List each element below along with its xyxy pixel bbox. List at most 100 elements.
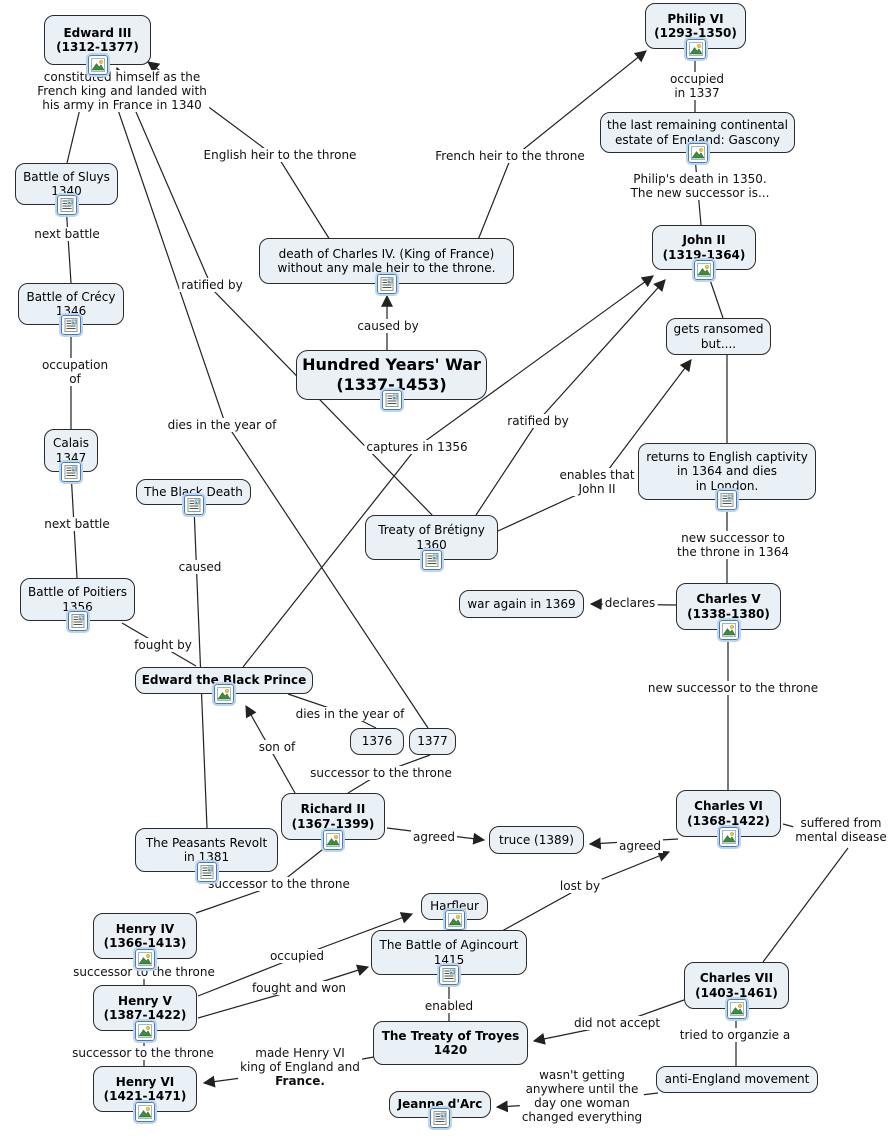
image-resource-icon[interactable] [683,37,708,61]
edge-label-philips-death[interactable]: Philip's death in 1350.The new successor… [628,172,772,200]
concept-node-philip-vi[interactable]: Philip VI(1293-1350) [645,3,746,61]
edge-label-successor-h4-h5[interactable]: successor to the throne [71,965,217,979]
edge-label-new-successor[interactable]: new successor to the throne [645,681,821,695]
image-resource-icon[interactable] [724,997,749,1021]
concept-node-richard-ii[interactable]: Richard II(1367-1399) [281,793,385,852]
concept-node-charles-vi[interactable]: Charles VI(1368-1422) [676,790,781,849]
concept-node-year-1377[interactable]: 1377 [409,728,456,755]
edge-label-lost-by[interactable]: lost by [557,879,603,893]
document-resource-icon[interactable] [59,460,83,484]
edge-label-line: declares [604,596,656,610]
edge-label-fought-by[interactable]: fought by [132,638,194,652]
image-resource-icon[interactable] [133,947,157,971]
concept-node-henry-v[interactable]: Henry V(1387-1422) [93,985,197,1043]
edge-label-dies-in-year-mid[interactable]: dies in the year of [293,707,407,721]
image-resource-icon[interactable] [692,258,716,282]
edge-label-line: tried to organzie a [679,1028,791,1042]
edge-label-ratified-by-right[interactable]: ratified by [505,414,571,428]
document-resource-icon[interactable] [54,193,79,217]
edge-label-line: suffered from [800,816,882,830]
image-resource-icon[interactable] [321,828,345,852]
document-resource-icon[interactable] [374,272,399,296]
concept-node-label: 1377 [417,734,448,749]
document-resource-icon[interactable] [715,488,739,512]
document-resource-icon[interactable] [428,1106,452,1130]
document-resource-icon[interactable] [194,860,219,884]
concept-node-label: in 1381 [183,850,230,864]
edge-label-tried-to-organzie[interactable]: tried to organzie a [677,1028,793,1042]
concept-node-truce-1389[interactable]: truce (1389) [489,826,584,854]
concept-node-harfleur[interactable]: Harfleur [421,893,488,932]
edge-label-did-not-accept[interactable]: did not accept [571,1016,663,1030]
concept-node-death-of-charles-iv[interactable]: death of Charles IV. (King of France)wit… [259,238,514,296]
edge-label-caused[interactable]: caused [176,560,224,574]
edge-label-next-battle-2[interactable]: next battle [42,517,112,531]
document-resource-icon[interactable] [419,548,444,572]
image-resource-icon[interactable] [685,141,710,165]
concept-node-label: (1338-1380) [687,606,770,621]
image-resource-icon[interactable] [212,682,236,706]
edge-label-captures-1356[interactable]: captures in 1356 [364,440,470,454]
edge-label-agreed-charles[interactable]: agreed [616,839,664,853]
concept-node-henry-iv[interactable]: Henry IV(1366-1413) [93,913,197,971]
edge-label-caused-by[interactable]: caused by [355,319,421,333]
image-resource-icon[interactable] [442,908,467,932]
edge-label-next-battle-1[interactable]: next battle [32,227,102,241]
concept-node-war-again-1369[interactable]: war again in 1369 [459,590,584,618]
image-resource-icon[interactable] [85,53,110,77]
edge-label-declares[interactable]: declares [602,596,658,610]
document-resource-icon[interactable] [65,609,90,633]
concept-node-charles-v[interactable]: Charles V(1338-1380) [676,583,781,642]
document-resource-icon[interactable] [437,963,461,987]
concept-node-charles-vii[interactable]: Charles VII(1403-1461) [684,962,789,1021]
concept-node-john-ii[interactable]: John II(1319-1364) [652,225,756,282]
image-resource-icon[interactable] [133,1019,157,1043]
edge-label-occupied[interactable]: occupied [267,949,327,963]
concept-node-label: 1347 [55,450,87,465]
edge-label-english-heir[interactable]: English heir to the throne [201,148,359,162]
concept-node-jeanne-darc[interactable]: Jeanne d'Arc [389,1091,491,1130]
concept-node-year-1376[interactable]: 1376 [350,728,404,755]
image-resource-icon[interactable] [716,825,741,849]
edge-label-french-heir[interactable]: French heir to the throne [433,149,587,163]
edge-label-fought-and-won[interactable]: fought and won [249,981,349,995]
document-resource-icon[interactable] [181,493,206,517]
concept-node-edward-black-prince[interactable]: Edward the Black Prince [135,667,313,706]
edge-label-ratified-by-left[interactable]: ratified by [179,278,245,292]
concept-node-anti-england[interactable]: anti-England movement [656,1066,818,1093]
concept-node-black-death[interactable]: The Black Death [136,479,251,517]
document-resource-icon[interactable] [59,313,83,337]
document-resource-icon[interactable] [379,388,404,412]
edge-label-enabled[interactable]: enabled [422,999,476,1013]
edge-label-dies-in-year-left[interactable]: dies in the year of [165,418,279,432]
edge-label-son-of[interactable]: son of [256,740,298,754]
edge-label-successor-r2-h4[interactable]: successor to the throne [206,877,352,891]
concept-node-henry-vi[interactable]: Henry VI(1421-1471) [93,1066,197,1124]
concept-node-edward-iii[interactable]: Edward III(1312-1377) [44,15,151,77]
edge-label-agreed-richard[interactable]: agreed [410,830,458,844]
concept-node-hundred-years-war[interactable]: Hundred Years' War(1337-1453) [296,350,487,412]
edge-label-successor-h5-h6[interactable]: successor to the throne [70,1046,216,1060]
edge-label-successor-1377[interactable]: successor to the throne [308,766,454,780]
image-resource-icon[interactable] [133,1100,157,1124]
image-resource-icon[interactable] [716,618,741,642]
